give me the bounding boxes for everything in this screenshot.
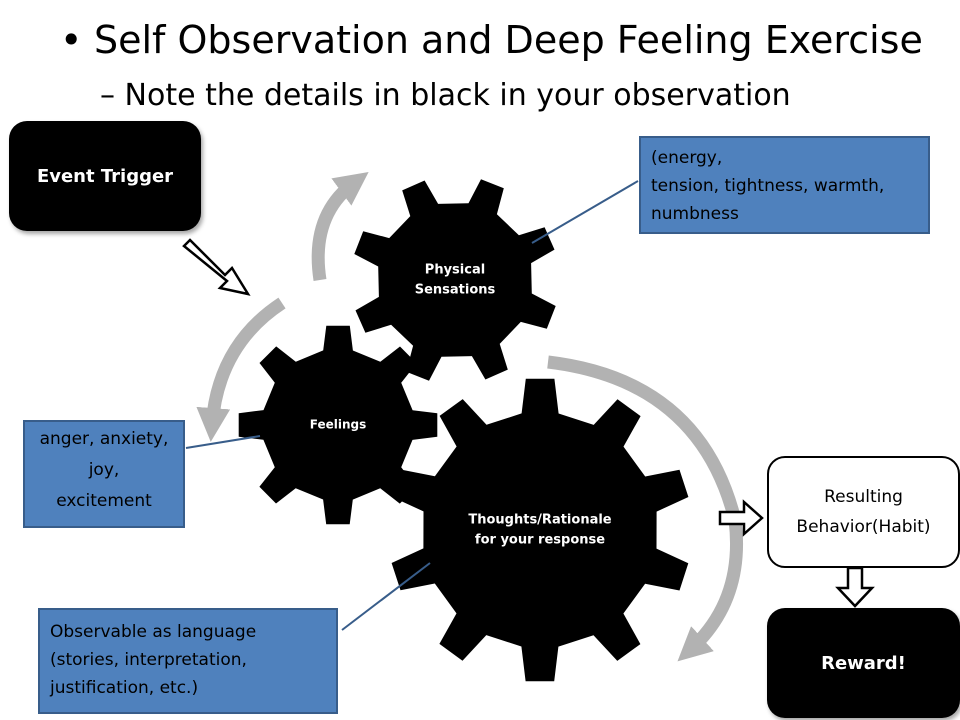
event-trigger-box: Event Trigger (9, 121, 201, 231)
resulting-behavior-box: Resulting Behavior(Habit) (767, 456, 960, 568)
gear-physical-label: Sensations (415, 283, 496, 298)
reward-arrow-icon (835, 566, 875, 608)
physical-note-connector (531, 180, 639, 244)
event-trigger-label: Event Trigger (36, 165, 174, 187)
slide-sub-bullet: – Note the details in black in your obse… (100, 78, 791, 113)
gear-physical-label: Physical (425, 263, 485, 278)
gear-thoughts-shape (391, 378, 689, 682)
physical-note-line: tension, tightness, warmth, (651, 176, 885, 196)
slide-bullet: •Self Observation and Deep Feeling Exerc… (60, 18, 923, 62)
bullet-dot-icon: • (60, 18, 83, 62)
thoughts-note-line: (stories, interpretation, (50, 650, 247, 670)
gear-feelings-label: Feelings (310, 418, 367, 432)
gear-thoughts-label: for your response (475, 533, 605, 548)
physical-note-box: (energy, tension, tightness, warmth, num… (639, 136, 930, 234)
cycle-arrow-to-physical (311, 171, 369, 281)
reward-label: Reward! (821, 652, 906, 674)
feelings-note-connector (185, 435, 261, 449)
gear-feelings-shape (238, 325, 438, 525)
gear-feelings: Feelings (238, 325, 438, 525)
bullet-text: Self Observation and Deep Feeling Exerci… (94, 18, 923, 62)
thoughts-note-box: Observable as language (stories, interpr… (38, 608, 338, 714)
physical-note-line: (energy, (651, 148, 723, 168)
cycle-arrow-to-feelings (196, 297, 286, 442)
resulting-behavior-line: Resulting (824, 487, 903, 507)
feelings-note-line: anger, anxiety, (39, 429, 169, 449)
cycle-arrow-to-thoughts (547, 355, 744, 662)
gear-thoughts-label: Thoughts/Rationale (468, 513, 611, 528)
resulting-behavior-line: Behavior(Habit) (796, 517, 931, 537)
reward-box: Reward! (767, 608, 960, 718)
gear-physical-shape (354, 179, 556, 381)
thoughts-note-line: justification, etc.) (50, 678, 199, 698)
physical-note-line: numbness (651, 204, 739, 224)
thoughts-note-connector (341, 562, 431, 631)
feelings-note-line: joy, (88, 460, 120, 480)
behavior-arrow-icon (718, 499, 764, 537)
trigger-arrow-icon (182, 238, 251, 296)
thoughts-note-line: Observable as language (50, 622, 257, 642)
gear-thoughts: Thoughts/Rationale for your response (391, 378, 689, 682)
feelings-note-line: excitement (56, 491, 152, 511)
feelings-note-box: anger, anxiety, joy, excitement (23, 420, 185, 528)
